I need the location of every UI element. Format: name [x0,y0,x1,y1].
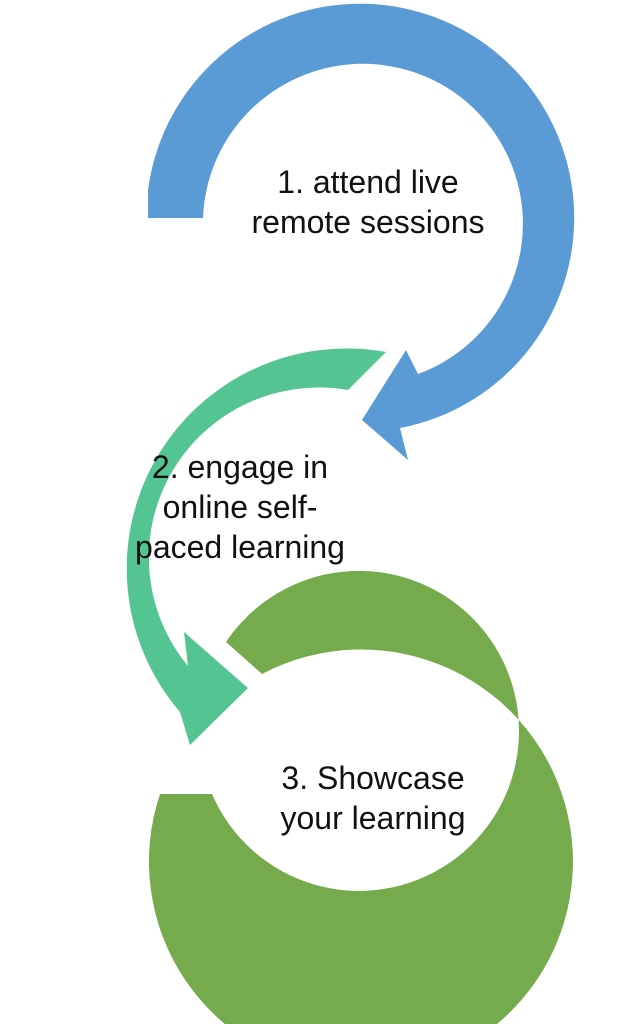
step-2-arrow-ring [126,348,387,745]
step-2-label: 2. engage in online self- paced learning [95,447,385,567]
step-2-label-line: 2. engage in [151,449,329,485]
step-2-label-line: paced learning [135,529,345,565]
step-1-arrow-ring [148,3,575,461]
step-3-label-line: 3. Showcase [281,760,465,796]
step-1-label-line: remote sessions [251,204,485,240]
step-2-label-line: online self- [162,489,318,525]
step-3-label: 3. Showcase your learning [228,758,518,838]
step-3-arrow [149,570,573,1024]
step-1-label: 1. attend live remote sessions [223,162,513,242]
step-2-arrow [126,348,387,745]
step-3-label-line: your learning [280,800,466,836]
step-1-label-line: 1. attend live [277,164,459,200]
step-3-arrow-ring [149,570,573,1024]
step-1-arrow [148,3,575,461]
